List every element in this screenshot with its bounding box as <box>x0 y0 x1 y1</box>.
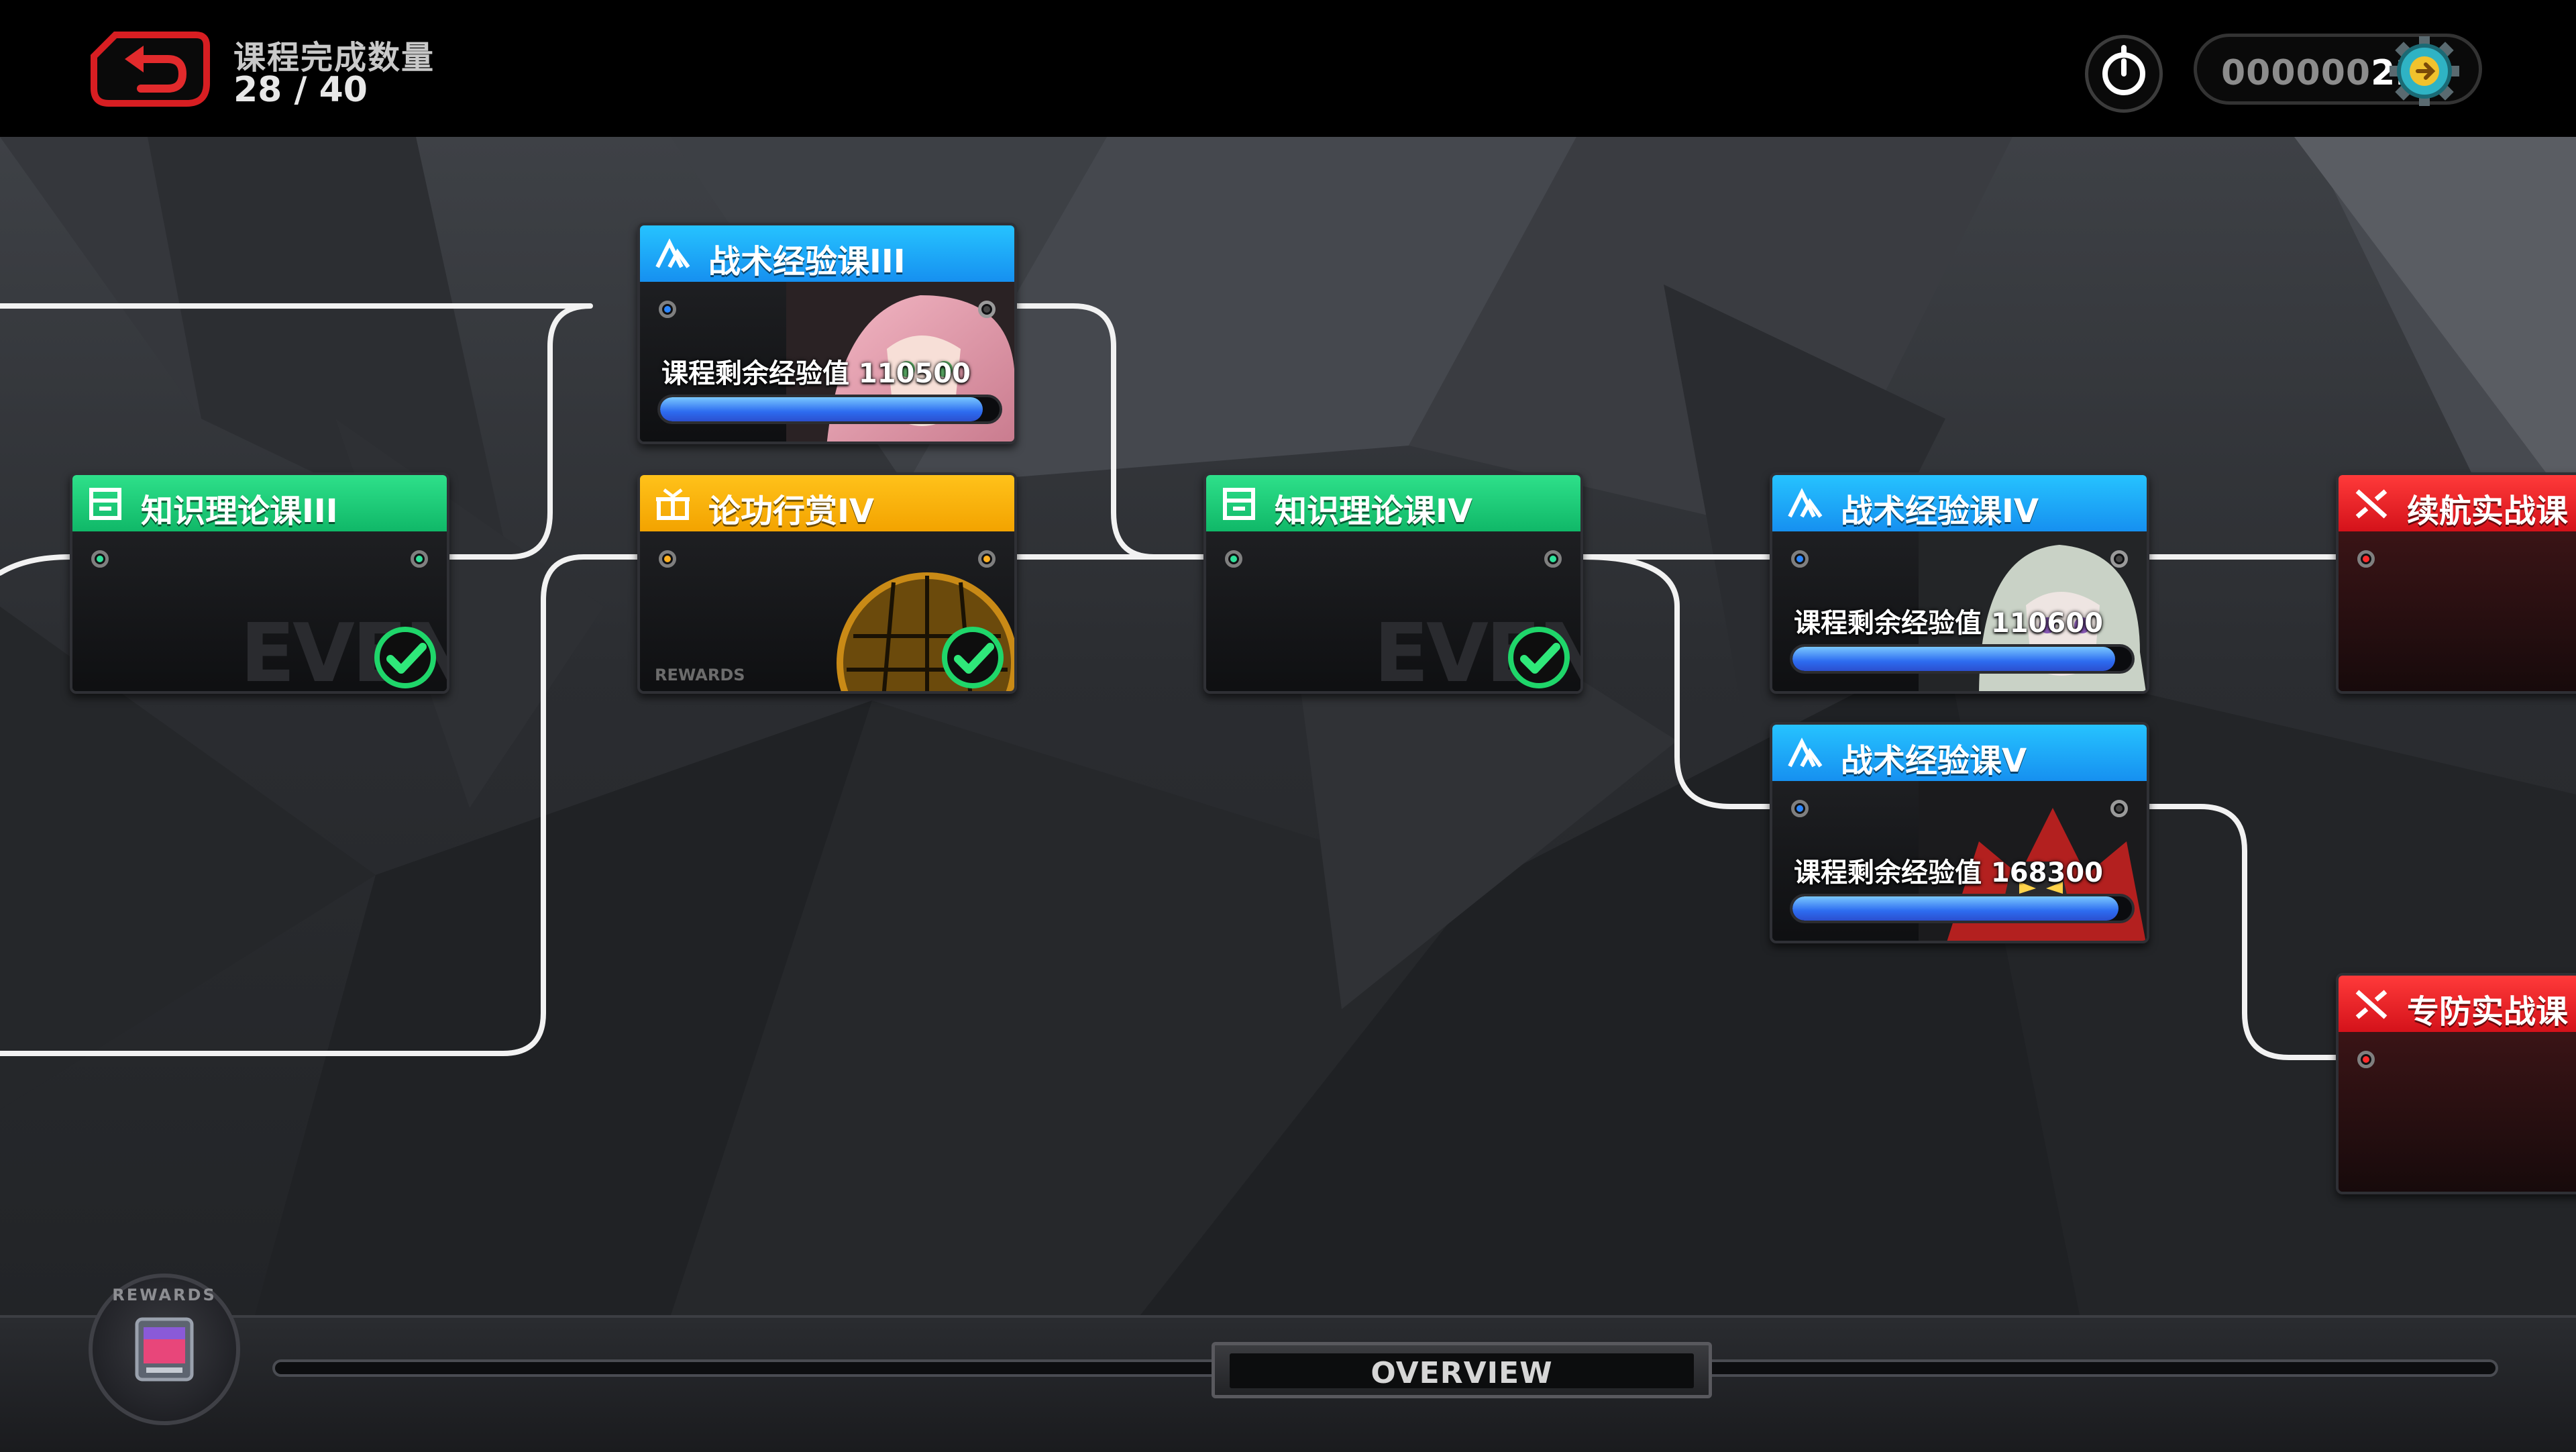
node-body <box>2339 531 2576 691</box>
course-node-defense[interactable]: 专防实战课 <box>2336 973 2576 1194</box>
reward-card-icon <box>135 1317 194 1382</box>
overview-button-inner: OVERVIEW <box>1230 1353 1694 1390</box>
check-icon <box>374 627 436 688</box>
exp-progress-fill <box>660 397 983 421</box>
output-port <box>978 550 996 568</box>
course-title: 战术经验课IV <box>1841 492 2039 530</box>
tactics-icon <box>655 238 690 268</box>
course-node-merit4[interactable]: 论功行赏IV REWARDS <box>637 472 1017 694</box>
node-body: EVEN <box>1206 531 1580 691</box>
node-header: 战术经验课III <box>640 225 1014 282</box>
node-body <box>2339 1032 2576 1192</box>
timer-button[interactable] <box>2085 35 2163 113</box>
tactics-icon <box>1788 737 1823 768</box>
course-node-endurance[interactable]: 续航实战课 <box>2336 472 2576 694</box>
node-header: 知识理论课III <box>72 475 447 531</box>
node-header: 专防实战课 <box>2339 976 2576 1032</box>
course-node-tactics4[interactable]: 战术经验课IV 课程剩余经验值 110600 <box>1770 472 2149 694</box>
exp-progress-bar <box>1790 894 2135 923</box>
input-port <box>2357 550 2375 568</box>
overview-label: OVERVIEW <box>1371 1356 1553 1390</box>
book-icon <box>1223 488 1255 520</box>
check-icon <box>942 627 1004 688</box>
output-port <box>2110 800 2128 817</box>
node-header: 论功行赏IV <box>640 475 1014 531</box>
progress-count: 28 / 40 <box>233 70 368 110</box>
node-header: 战术经验课IV <box>1772 475 2147 531</box>
output-port <box>411 550 428 568</box>
course-title: 论功行赏IV <box>708 492 875 530</box>
currency-leading-zeros: 000000 <box>2221 53 2371 93</box>
timer-icon <box>2102 45 2145 95</box>
book-icon <box>89 488 121 520</box>
progress-label: 课程完成数量 <box>233 39 435 76</box>
course-title: 专防实战课 <box>2407 993 2569 1031</box>
exp-progress-bar <box>1790 644 2135 674</box>
course-title: 战术经验课V <box>1841 742 2027 780</box>
course-title: 知识理论课IV <box>1275 492 1473 530</box>
crossed-swords-icon <box>2355 990 2387 1019</box>
exp-progress-bar <box>657 395 1002 424</box>
course-node-knowledge3[interactable]: 知识理论课III EVEN <box>70 472 449 694</box>
rewards-button[interactable]: REWARDS <box>89 1274 240 1425</box>
check-icon <box>1508 627 1570 688</box>
course-map: 知识理论课III EVEN 战术经验课III <box>0 137 2576 1315</box>
gift-icon <box>656 488 690 520</box>
node-body: 课程剩余经验值 110500 <box>640 282 1014 442</box>
node-header: 战术经验课V <box>1772 725 2147 781</box>
overview-button[interactable]: OVERVIEW <box>1212 1342 1712 1398</box>
node-body: REWARDS <box>640 531 1014 691</box>
crossed-swords-icon <box>2355 489 2387 519</box>
course-node-tactics3[interactable]: 战术经验课III 课程剩余经验值 110500 <box>637 223 1017 444</box>
top-bar: 课程完成数量 28 / 40 00000022 <box>0 0 2576 137</box>
node-header: 知识理论课IV <box>1206 475 1580 531</box>
input-port <box>1791 550 1809 568</box>
course-node-tactics5[interactable]: 战术经验课V 课程剩余经验值 168300 <box>1770 722 2149 943</box>
output-port <box>1544 550 1562 568</box>
gear-coin-icon[interactable] <box>2388 35 2461 107</box>
course-node-knowledge4[interactable]: 知识理论课IV EVEN <box>1203 472 1583 694</box>
exp-remaining: 课程剩余经验值 110500 <box>661 358 971 389</box>
exp-progress-fill <box>1792 647 2115 671</box>
node-body: EVEN <box>72 531 447 691</box>
input-port <box>1791 800 1809 817</box>
course-connectors <box>0 303 2339 1060</box>
input-port <box>659 301 676 318</box>
node-body: 课程剩余经验值 110600 <box>1772 531 2147 691</box>
course-title: 续航实战课 <box>2407 492 2569 530</box>
back-button[interactable] <box>89 30 212 109</box>
course-title: 战术经验课III <box>708 243 906 280</box>
input-port <box>91 550 109 568</box>
input-port <box>1225 550 1242 568</box>
node-header: 续航实战课 <box>2339 475 2576 531</box>
rewards-caption: REWARDS <box>655 666 745 684</box>
input-port <box>2357 1051 2375 1068</box>
output-port <box>2110 550 2128 568</box>
exp-remaining: 课程剩余经验值 168300 <box>1794 858 2103 888</box>
exp-progress-fill <box>1792 896 2118 921</box>
course-title: 知识理论课III <box>141 492 338 530</box>
node-body: 课程剩余经验值 168300 <box>1772 781 2147 941</box>
input-port <box>659 550 676 568</box>
rewards-ring-label: REWARDS <box>112 1286 217 1304</box>
output-port <box>978 301 996 318</box>
exp-remaining: 课程剩余经验值 110600 <box>1794 608 2103 639</box>
tactics-icon <box>1788 488 1823 518</box>
